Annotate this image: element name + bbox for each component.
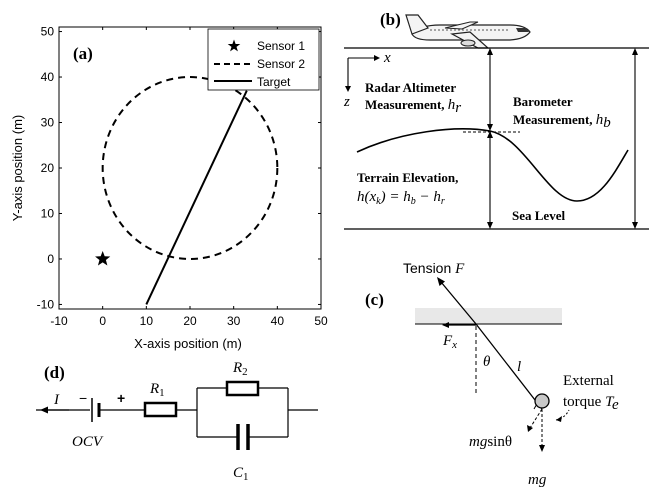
panel-b-diagram: (b) x z Radar Altimeter Measurement, hr … xyxy=(343,10,649,230)
resistor-r2 xyxy=(225,380,260,397)
airplane-icon xyxy=(405,14,531,49)
terrain-elevation-label: Terrain Elevation, xyxy=(357,170,458,185)
x-tick-label: 10 xyxy=(140,314,154,328)
legend-label-sensor-1: Sensor 1 xyxy=(257,39,305,53)
radar-altimeter-label-line1: Radar Altimeter xyxy=(365,80,456,95)
y-tick-label: 30 xyxy=(41,116,55,130)
theta-label: θ xyxy=(483,354,491,370)
x-tick-label: 20 xyxy=(183,314,197,328)
sensor-1-star-point xyxy=(95,250,111,266)
torque-arrow xyxy=(555,409,570,421)
sea-level-label: Sea Level xyxy=(512,208,565,223)
terrain-elevation-equation: h(xk) = hb − hr xyxy=(357,189,445,207)
target-line xyxy=(145,90,248,305)
y-tick-label: 0 xyxy=(47,252,54,266)
x-axis-label: X-axis position (m) xyxy=(134,336,242,351)
axis-ticks: -10 0 10 20 30 40 50 -10 0 10 20 30 40 50 xyxy=(37,25,328,328)
resistor-r1 xyxy=(143,401,178,418)
y-tick-label: 10 xyxy=(41,206,55,220)
ceiling-band xyxy=(415,308,562,324)
panel-d-circuit: (d) I − + OCV R1 R2 C1 xyxy=(36,360,318,483)
mg-sin-arrow xyxy=(529,408,543,429)
panel-a-plot: -10 0 10 20 30 40 50 -10 0 10 20 30 40 50 (a) X-axis … xyxy=(10,25,328,351)
torque-label-line2: torque Te xyxy=(563,394,619,413)
x-axis-symbol: x xyxy=(383,50,391,66)
sensor-2-dashed-circle xyxy=(101,76,279,260)
legend-box xyxy=(207,28,320,91)
x-tick-label: -10 xyxy=(50,314,68,328)
y-tick-label: 20 xyxy=(41,161,55,175)
fx-label: Fx xyxy=(442,333,457,351)
torque-label-line1: External xyxy=(563,373,614,389)
radar-altimeter-label-line2: Measurement, hr xyxy=(365,97,461,116)
chart-marks xyxy=(95,76,279,305)
x-tick-label: 50 xyxy=(314,314,328,328)
ocv-label: OCV xyxy=(72,434,104,450)
panel-c-diagram: (c) Tension F Fx θ l Extern xyxy=(365,260,619,487)
x-tick-label: 0 xyxy=(99,314,106,328)
current-label: I xyxy=(53,392,60,408)
legend-label-target: Target xyxy=(257,75,291,89)
legend-star-marker xyxy=(227,39,241,52)
x-tick-label: 40 xyxy=(271,314,285,328)
battery-minus: − xyxy=(79,390,87,406)
y-tick-label: 50 xyxy=(41,25,55,39)
tension-arrow xyxy=(440,281,477,325)
barometer-label-line2: Measurement, hb xyxy=(513,112,611,131)
c1-label: C1 xyxy=(233,465,249,483)
tension-label: Tension F xyxy=(403,260,465,277)
legend: Sensor 1 Sensor 2 Target xyxy=(207,28,320,91)
z-axis-symbol: z xyxy=(343,94,350,110)
mg-sin-theta-label: mgsinθ xyxy=(469,434,512,450)
legend-label-sensor-2: Sensor 2 xyxy=(257,57,305,71)
pendulum-bob xyxy=(534,393,550,409)
panel-b-label: (b) xyxy=(380,10,401,29)
panel-c-label: (c) xyxy=(365,290,384,309)
panel-d-label: (d) xyxy=(44,363,65,382)
length-label: l xyxy=(517,359,521,375)
y-axis-label: Y-axis position (m) xyxy=(10,115,25,221)
battery-plus: + xyxy=(117,390,125,406)
r2-label: R2 xyxy=(232,360,248,378)
x-tick-label: 30 xyxy=(227,314,241,328)
terrain-curve xyxy=(356,128,629,202)
r1-label: R1 xyxy=(149,381,165,399)
y-tick-label: 40 xyxy=(41,70,55,84)
barometer-label-line1: Barometer xyxy=(513,94,573,109)
panel-a-label: (a) xyxy=(73,44,93,63)
pendulum-string xyxy=(475,323,543,410)
mg-label: mg xyxy=(528,472,547,487)
y-tick-label: -10 xyxy=(37,297,55,311)
